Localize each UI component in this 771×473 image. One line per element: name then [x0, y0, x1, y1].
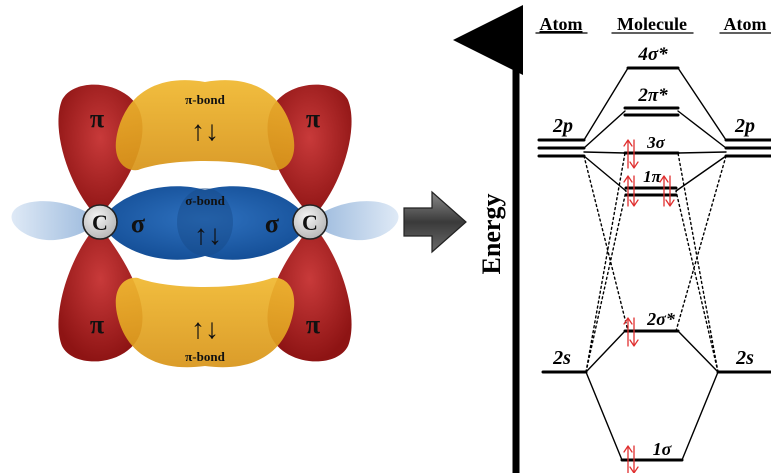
sigma-label-left: σ: [131, 209, 145, 238]
pi-bond-top-label: π-bond: [185, 92, 225, 107]
pi-bond-top: [115, 80, 295, 171]
sigma-bond: [100, 186, 310, 260]
spin-pair-1pi-left: [623, 175, 639, 207]
label-2s-left: 2s: [552, 347, 571, 369]
sigma-overlap: [177, 188, 233, 256]
spin-pair-1pi-right: [659, 175, 675, 207]
carbon-atom-right: [292, 204, 328, 240]
label-2p-right: 2p: [734, 115, 755, 137]
header-atom-left: Atom: [540, 14, 583, 34]
transition-arrow: [403, 190, 467, 254]
electron-arrows: [623, 139, 675, 473]
sp-lobe-right: [312, 201, 399, 241]
sigma-bond-label: σ-bond: [185, 193, 225, 208]
level-2p-left: [537, 138, 586, 158]
pi-bond-top-spin: ↑↓: [191, 115, 219, 146]
header-molecule: Molecule: [617, 14, 687, 34]
correlation-lines: [583, 67, 727, 461]
spin-pair-2sigma-star: [623, 317, 639, 347]
pi-label-lower-left: π: [90, 310, 104, 339]
carbon-atom-left: [82, 204, 118, 240]
pi-bond-bottom-label: π-bond: [185, 349, 225, 364]
pi-bond-bottom-spin: ↑↓: [191, 313, 219, 344]
pi-lobe-upper-left: [58, 84, 143, 218]
pi-label-lower-right: π: [306, 310, 320, 339]
mo-diagram: Atom Molecule Atom Energy 2p 2p 2s 2s: [453, 5, 771, 473]
label-2pi-star: 2π*: [637, 85, 668, 106]
carbon-atom-right-label: C: [302, 210, 318, 235]
label-2p-left: 2p: [552, 115, 573, 137]
pi-label-upper-right: π: [306, 104, 320, 133]
label-1pi: 1π: [643, 167, 662, 186]
label-3sigma: 3σ: [646, 133, 666, 152]
pi-label-upper-left: π: [90, 104, 104, 133]
carbon-atom-left-label: C: [92, 210, 108, 235]
sigma-bond-spin: ↑↓: [194, 219, 222, 250]
header-atom-right: Atom: [724, 14, 767, 34]
sigma-label-right: σ: [265, 209, 279, 238]
pi-bond-bottom: [115, 277, 295, 368]
level-2p-right: [724, 138, 771, 158]
label-2sigma-star: 2σ*: [646, 309, 676, 329]
energy-axis-label: Energy: [477, 194, 506, 275]
mixing-lines: [583, 152, 727, 373]
spin-pair-3sigma: [623, 139, 639, 169]
label-2s-right: 2s: [735, 347, 754, 369]
sp-lobe-left: [11, 201, 98, 241]
orbital-illustration: C C π π π π σ σ π-bond ↑↓ σ-bond ↑↓ ↑↓ π…: [11, 80, 399, 368]
spin-pair-1sigma: [623, 445, 639, 473]
label-1sigma: 1σ: [653, 439, 673, 459]
level-2pi-star: [623, 106, 680, 117]
label-4sigma-star: 4σ*: [637, 44, 668, 65]
pi-lobe-upper-right: [267, 84, 352, 218]
